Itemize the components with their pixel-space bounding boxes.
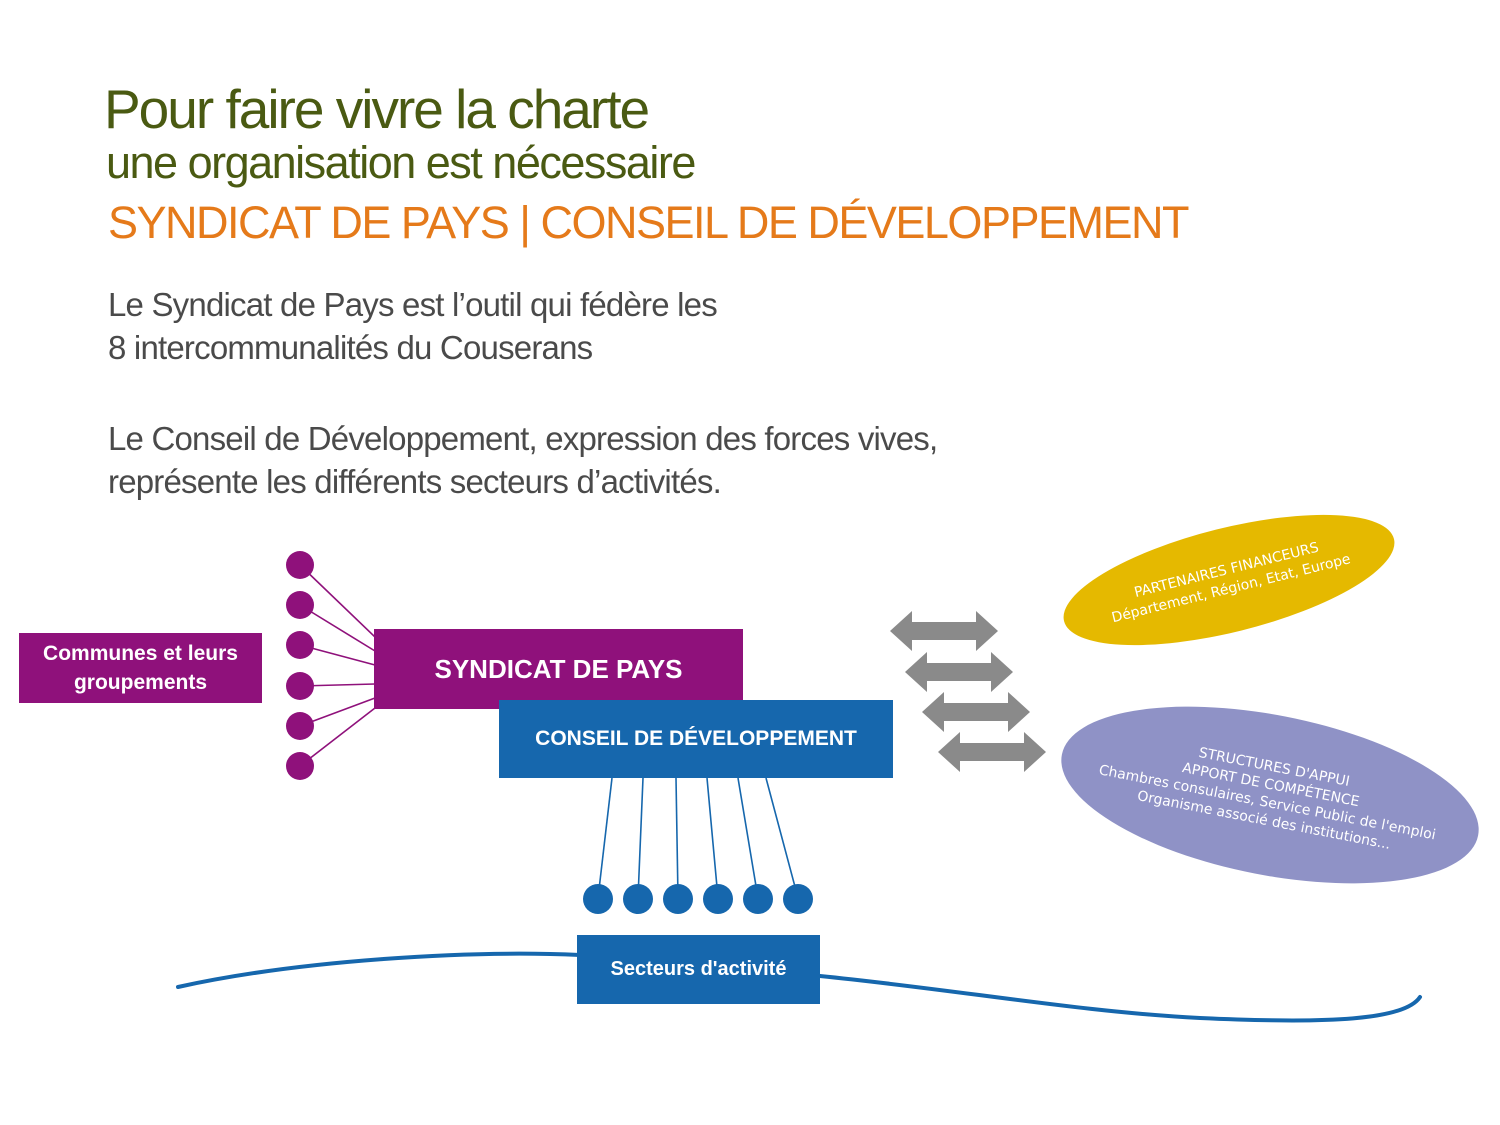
secteurs-connectors — [597, 777, 799, 899]
intro-paragraph-2: Le Conseil de Développement, expression … — [108, 417, 938, 503]
communes-label-line: Communes et leurs — [43, 642, 238, 665]
secteur-dot — [663, 884, 693, 914]
intro-paragraph-1-line: 8 intercommunalités du Couserans — [108, 329, 593, 366]
connector-line — [299, 564, 376, 638]
intro-paragraph-2-line: représente les différents secteurs d’act… — [108, 463, 722, 500]
secteur-dot — [583, 884, 613, 914]
double-arrow-icon — [922, 692, 1030, 732]
syndicat-box: SYNDICAT DE PAYS — [374, 629, 743, 709]
connector-line — [299, 604, 376, 652]
intro-paragraph-1-line: Le Syndicat de Pays est l’outil qui fédè… — [108, 286, 718, 323]
commune-dot — [286, 672, 314, 700]
territory-wave — [176, 951, 1422, 1023]
connector-line — [637, 777, 644, 899]
commune-dot — [286, 591, 314, 619]
structures-ellipse — [1061, 706, 1479, 884]
communes-connectors — [299, 564, 376, 767]
connector-line — [765, 777, 799, 899]
secteur-dot — [743, 884, 773, 914]
secteurs-dots — [583, 884, 813, 914]
commune-dot — [286, 752, 314, 780]
double-arrow-icon — [905, 652, 1013, 692]
exchange-arrows — [890, 611, 1046, 772]
connector-line — [737, 777, 759, 899]
secteur-dot — [783, 884, 813, 914]
communes-dots — [286, 551, 314, 780]
commune-dot — [286, 631, 314, 659]
connector-line — [706, 777, 719, 899]
double-arrow-icon — [890, 611, 998, 651]
secteur-dot — [703, 884, 733, 914]
partenaires-ellipse — [1063, 514, 1395, 646]
commune-dot — [286, 551, 314, 579]
connector-line — [675, 777, 679, 899]
title-line-2: une organisation est nécessaire — [106, 137, 696, 188]
connector-line — [299, 707, 376, 767]
secteur-dot — [623, 884, 653, 914]
communes-box: Communes et leurs groupements — [19, 633, 262, 703]
communes-label-line: groupements — [73, 671, 207, 694]
commune-dot — [286, 712, 314, 740]
double-arrow-icon — [938, 732, 1046, 772]
subtitle: SYNDICAT DE PAYS | CONSEIL DE DÉVELOPPEM… — [108, 197, 1189, 248]
intro-paragraph-1: Le Syndicat de Pays est l’outil qui fédè… — [108, 283, 718, 369]
connector-line — [597, 777, 613, 899]
title-line-1: Pour faire vivre la charte — [104, 78, 650, 140]
secteurs-box: Secteurs d'activité — [577, 935, 820, 1004]
conseil-box: CONSEIL DE DÉVELOPPEMENT — [499, 700, 893, 778]
intro-paragraph-2-line: Le Conseil de Développement, expression … — [108, 420, 938, 457]
